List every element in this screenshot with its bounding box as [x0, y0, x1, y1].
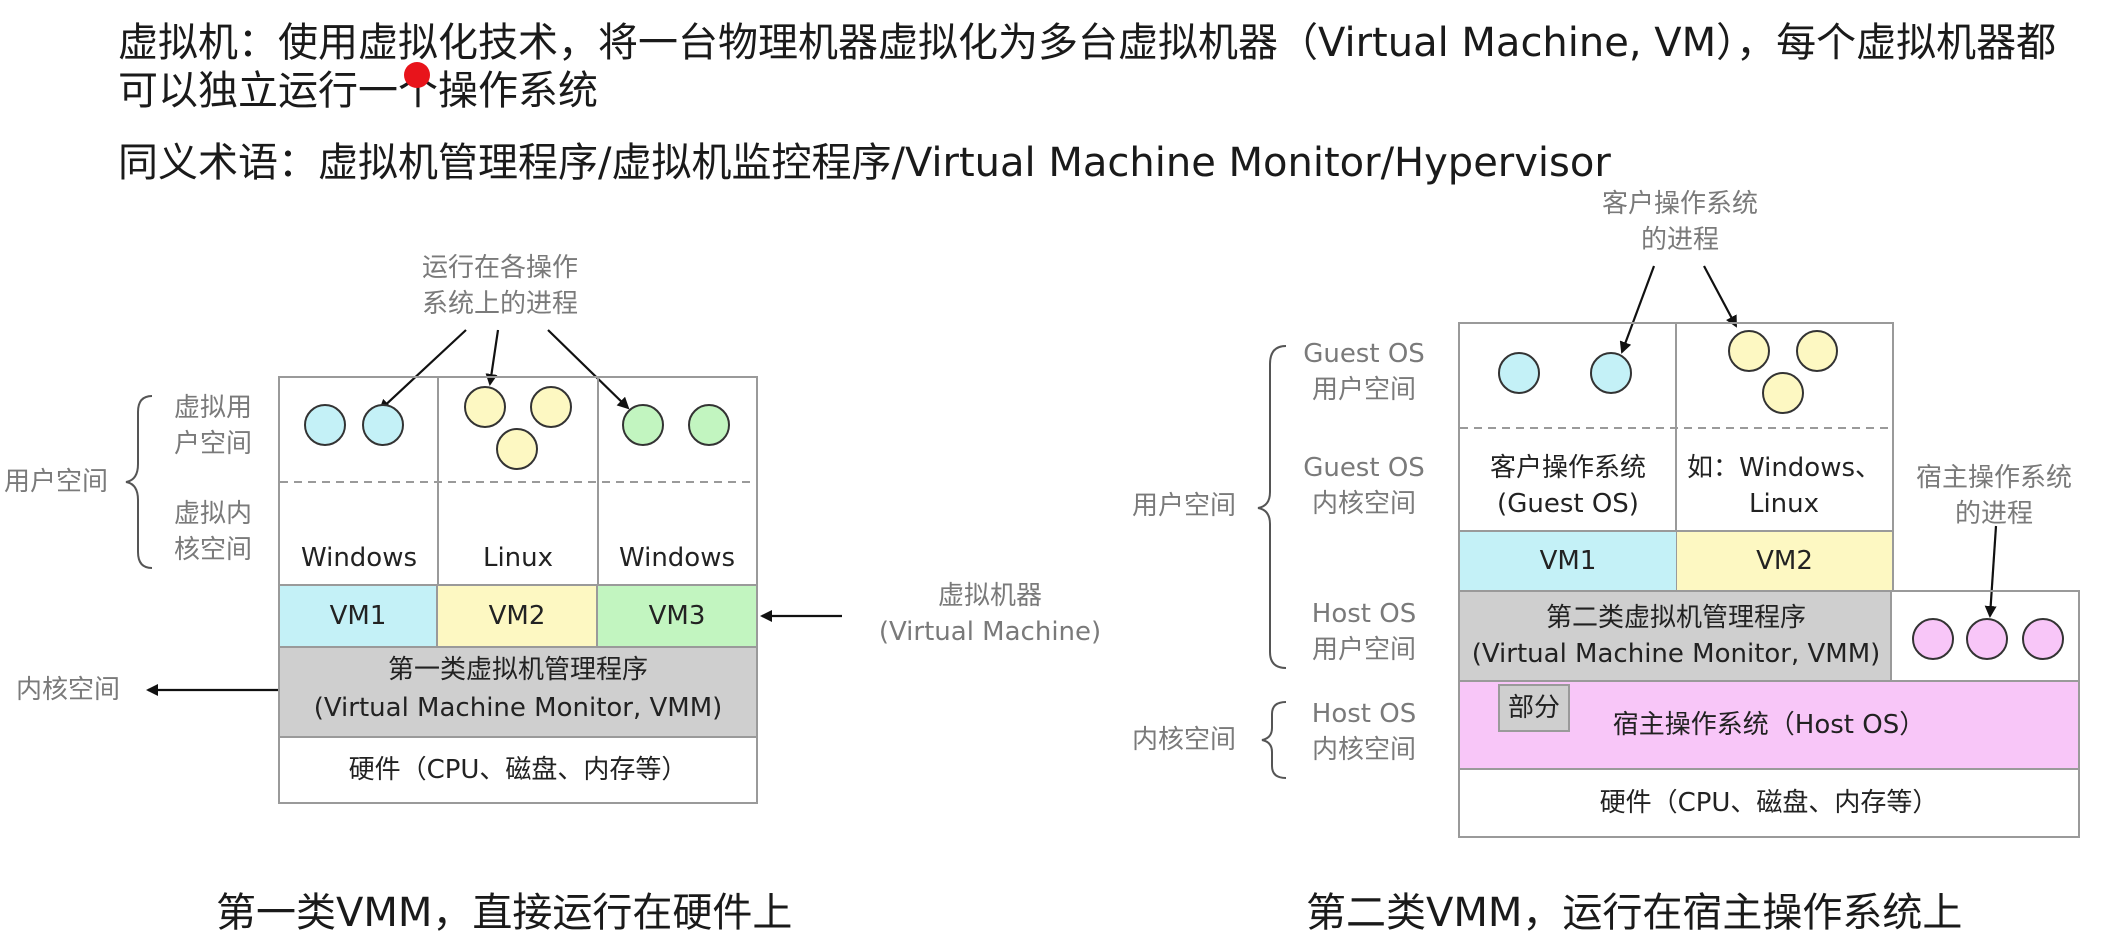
type2-kernel-space-label: 内核空间	[1132, 725, 1237, 755]
guest-os-line1: 客户操作系统	[1489, 453, 1646, 483]
process-circle	[1762, 372, 1804, 414]
process-circle	[688, 404, 730, 446]
process-circle	[304, 404, 346, 446]
type1-os-label: Windows	[300, 543, 418, 573]
type1-kernel-space-label: 内核空间	[16, 675, 121, 705]
type2-vmm-line1: 第二类虚拟机管理程序	[1545, 603, 1806, 633]
process-circle	[496, 428, 538, 470]
vm2-cell: VM2	[438, 584, 598, 646]
vmm-part-box: 部分	[1498, 684, 1570, 732]
guest-os-example-line2: Linux	[1748, 489, 1820, 519]
host-kernel-space-line1: Host OS	[1311, 699, 1417, 729]
guest-user-space-line1: Guest OS	[1303, 339, 1425, 369]
type1-virtual-kernel-space-line1: 虚拟内	[174, 499, 253, 529]
type2-vmm-line2: (Virtual Machine Monitor, VMM)	[1471, 639, 1881, 669]
host-process-callout-line1: 宿主操作系统	[1915, 463, 2072, 493]
vm3-cell: VM3	[598, 584, 756, 646]
process-circle	[1498, 352, 1540, 394]
host-process-callout-line2: 的进程	[1954, 499, 2033, 529]
type1-vm-callout-line1: 虚拟机器	[937, 581, 1042, 611]
definition-line-2: 可以独立运行一个操作系统	[118, 68, 598, 114]
type2-guest-process-callout-line2: 的进程	[1640, 225, 1719, 255]
type2-divider	[1675, 322, 1677, 592]
guest-os-example-line1: 如：Windows、	[1686, 453, 1882, 483]
process-circle	[2022, 618, 2064, 660]
type1-caption: 第一类VMM，直接运行在硬件上	[216, 890, 793, 936]
process-circle	[1590, 352, 1632, 394]
process-circle	[530, 386, 572, 428]
type1-os-label: Linux	[482, 543, 554, 573]
type2-user-space-label: 用户空间	[1132, 491, 1237, 521]
type1-vm-callout-line2: (Virtual Machine)	[878, 617, 1102, 647]
process-circle	[1966, 618, 2008, 660]
host-kernel-space-line2: 内核空间	[1311, 735, 1416, 765]
process-circle	[362, 404, 404, 446]
vm2-cell: VM2	[1677, 530, 1892, 590]
vm1-cell: VM1	[280, 584, 438, 646]
host-user-space-line2: 用户空间	[1311, 635, 1416, 665]
type1-hardware-layer: 硬件（CPU、磁盘、内存等）	[280, 736, 756, 802]
definition-line-1: 虚拟机：使用虚拟化技术，将一台物理机器虚拟化为多台虚拟机器（Virtual Ma…	[118, 20, 2057, 66]
type1-virtual-user-space-line2: 户空间	[174, 429, 253, 459]
type1-process-callout-line1: 运行在各操作	[421, 253, 578, 283]
host-user-space-line1: Host OS	[1311, 599, 1417, 629]
type2-vmm-layer	[1460, 592, 1892, 680]
type2-caption: 第二类VMM，运行在宿主操作系统上	[1306, 890, 1963, 936]
type1-vmm-line2: (Virtual Machine Monitor, VMM)	[313, 693, 723, 723]
synonyms-line: 同义术语：虚拟机管理程序/虚拟机监控程序/Virtual Machine Mon…	[118, 140, 1611, 186]
process-circle	[1728, 330, 1770, 372]
vm1-cell: VM1	[1460, 530, 1676, 590]
type2-hardware-layer: 硬件（CPU、磁盘、内存等）	[1458, 768, 2080, 838]
guest-os-line2: (Guest OS)	[1497, 489, 1639, 519]
type1-os-label: Windows	[618, 543, 736, 573]
type1-user-space-label: 用户空间	[4, 467, 109, 497]
laser-pointer-dot	[404, 62, 430, 88]
type1-vmm-layer	[280, 646, 756, 736]
guest-user-space-line2: 用户空间	[1311, 375, 1416, 405]
process-circle	[1912, 618, 1954, 660]
process-circle	[464, 386, 506, 428]
type1-virtual-user-space-line1: 虚拟用	[174, 393, 253, 423]
type1-stack	[278, 376, 758, 804]
type1-divider	[437, 376, 439, 584]
type1-divider	[597, 376, 599, 584]
type1-process-callout-line2: 系统上的进程	[421, 289, 578, 319]
type2-guest-process-callout-line1: 客户操作系统	[1601, 189, 1758, 219]
guest-kernel-space-line2: 内核空间	[1311, 489, 1416, 519]
process-circle	[1796, 330, 1838, 372]
process-circle	[622, 404, 664, 446]
type1-virtual-kernel-space-line2: 核空间	[174, 535, 253, 565]
guest-kernel-space-line1: Guest OS	[1303, 453, 1425, 483]
type1-vmm-line1: 第一类虚拟机管理程序	[387, 655, 648, 685]
